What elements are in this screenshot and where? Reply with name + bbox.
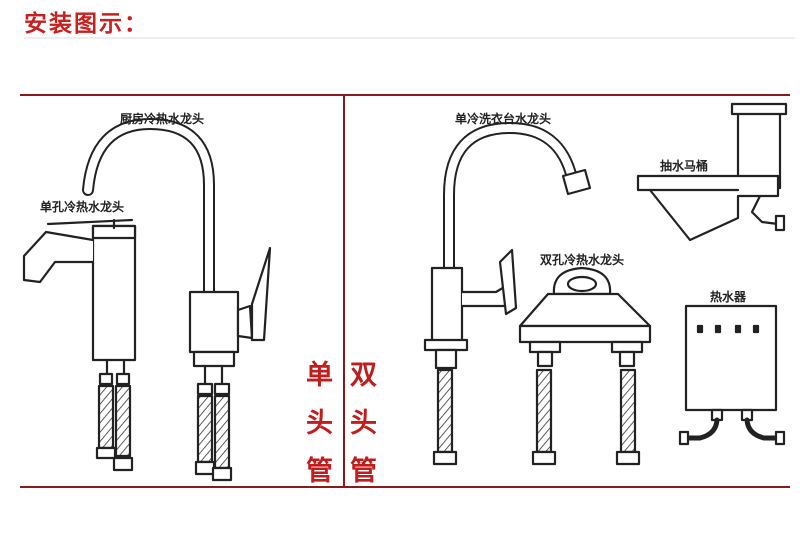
side-text-left-2: 头 [306,408,333,439]
label-kitchen-faucet: 厨房冷热水龙头 [120,111,204,126]
single-hole-faucet-drawing [22,218,137,472]
dual-hole-faucet-drawing [518,266,652,466]
side-text-right-3: 管 [350,456,377,487]
label-toilet: 抽水马桶 [660,158,708,173]
label-dual-hole-faucet: 双孔冷热水龙头 [540,252,624,267]
label-laundry-faucet: 单冷洗衣台水龙头 [455,111,551,126]
side-text-right-2: 头 [350,408,377,439]
label-single-hole-faucet: 单孔冷热水龙头 [40,199,124,214]
kitchen-faucet-drawing [82,118,272,482]
water-heater-drawing [678,304,786,446]
side-text-left-3: 管 [306,456,333,487]
toilet-drawing [636,102,788,242]
page-title: 安装图示： [24,11,149,37]
label-water-heater: 热水器 [710,289,747,304]
laundry-faucet-drawing [423,122,592,466]
side-text-right-1: 双 [350,360,377,391]
side-text-left-1: 单 [306,360,333,391]
